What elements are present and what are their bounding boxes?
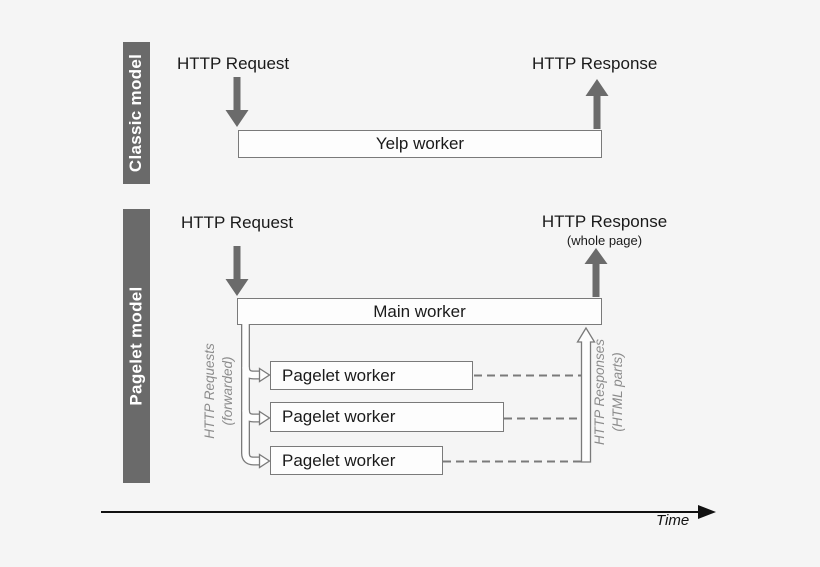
http-responses-html-parts-side-label: HTTP Responses (HTML parts) (591, 328, 629, 456)
pagelet-worker-label-1: Pagelet worker (282, 365, 396, 385)
main-worker-label: Main worker (373, 301, 466, 321)
pagelet-worker-box-2: Pagelet worker (270, 402, 504, 432)
pagelet-http-request-label: HTTP Request (181, 213, 294, 232)
time-axis-arrow (101, 505, 716, 519)
classic-http-request-label: HTTP Request (177, 54, 290, 73)
pagelet-request-down-arrow-icon (225, 246, 249, 296)
classic-model-section-label: Classic model (126, 53, 146, 173)
http-requests-side-label-line2: (forwarded) (220, 356, 235, 426)
yelp-worker-box: Yelp worker (238, 130, 602, 158)
forwarded-requests-pipe (241, 323, 271, 469)
yelp-worker-label: Yelp worker (375, 134, 465, 153)
dashed-response-connectors (443, 374, 582, 463)
responses-outlined-up-arrow (576, 326, 596, 463)
main-worker-box: Main worker (237, 298, 602, 325)
pagelet-http-response-label-group: HTTP Response (whole page) (532, 212, 677, 248)
classic-request-down-arrow-icon (225, 77, 249, 127)
classic-response-up-arrow-icon (585, 79, 609, 129)
pagelet-http-response-sublabel: (whole page) (566, 233, 643, 248)
http-responses-side-label-line1: HTTP Responses (592, 338, 607, 446)
http-responses-side-label-line2: (HTML parts) (610, 352, 625, 432)
pagelet-response-up-arrow-icon (584, 248, 608, 297)
pagelet-http-response-label: HTTP Response (541, 212, 668, 231)
classic-http-response-label: HTTP Response (532, 54, 658, 73)
pagelet-worker-label-2: Pagelet worker (282, 407, 396, 426)
time-axis-label: Time (656, 512, 690, 529)
pagelet-worker-box-3: Pagelet worker (270, 446, 443, 475)
http-requests-forwarded-side-label: HTTP Requests (forwarded) (201, 329, 239, 453)
classic-model-section-bar: Classic model (123, 42, 150, 184)
pagelet-worker-box-1: Pagelet worker (270, 361, 473, 390)
pagelet-worker-label-3: Pagelet worker (282, 450, 396, 470)
pagelet-model-section-label: Pagelet model (126, 286, 146, 406)
pagelet-model-section-bar: Pagelet model (123, 209, 150, 483)
http-requests-side-label-line1: HTTP Requests (202, 343, 217, 439)
